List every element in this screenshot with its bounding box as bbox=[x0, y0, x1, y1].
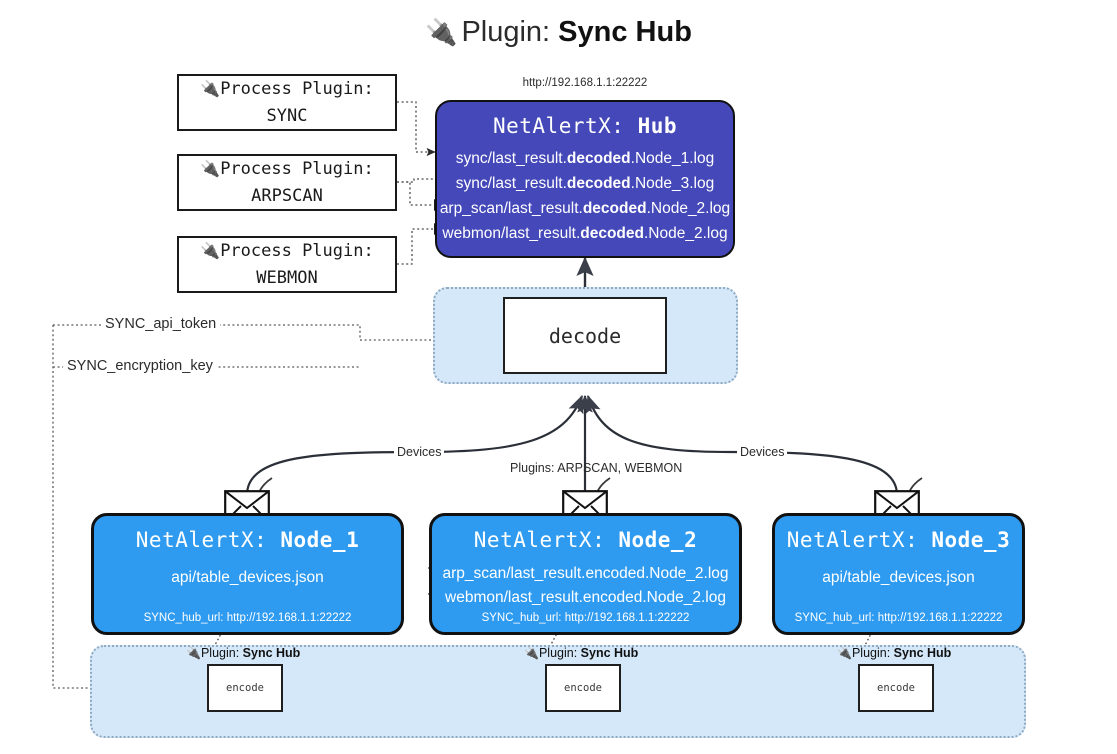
node-title: NetAlertX: Node_2 bbox=[473, 528, 698, 552]
plugins-label-center: Plugins: ARPSCAN, WEBMON bbox=[510, 461, 683, 475]
node-title: NetAlertX: Node_1 bbox=[135, 528, 360, 552]
hub-log-line: sync/last_result.decoded.Node_3.log bbox=[455, 175, 715, 193]
page-title-prefix: Plugin: bbox=[461, 16, 559, 48]
plugin-tag-node-2: 🔌Plugin: Sync Hub bbox=[524, 646, 639, 660]
node-log-line: api/table_devices.json bbox=[171, 569, 324, 586]
node-title: NetAlertX: Node_3 bbox=[786, 528, 1011, 552]
node-box-node-3[interactable]: NetAlertX: Node_3 api/table_devices.json… bbox=[772, 513, 1025, 635]
sync-encryption-key-label: SYNC_encryption_key bbox=[63, 358, 217, 374]
nodes-to-decode-curves bbox=[245, 394, 899, 496]
process-plugin-label: Process Plugin: bbox=[220, 159, 374, 180]
node-log-line: arp_scan/last_result.encoded.Node_2.log bbox=[442, 565, 729, 582]
plugin-tag-node-3: 🔌Plugin: Sync Hub bbox=[837, 646, 952, 660]
page-title-name: Sync Hub bbox=[558, 16, 692, 48]
process-plugin-box-webmon[interactable]: 🔌Process Plugin: WEBMON bbox=[177, 236, 397, 293]
node-log-line: webmon/last_result.encoded.Node_2.log bbox=[445, 589, 726, 607]
plug-icon: 🔌 bbox=[200, 79, 221, 99]
encode-label: encode bbox=[226, 682, 264, 694]
decode-label: decode bbox=[548, 323, 622, 348]
plugin-to-hub-connectors bbox=[397, 101, 436, 265]
process-plugin-name: ARPSCAN bbox=[251, 185, 323, 206]
process-plugin-label: Process Plugin: bbox=[220, 79, 374, 100]
encode-label: encode bbox=[564, 682, 602, 694]
process-plugin-label: Process Plugin: bbox=[220, 241, 374, 262]
node-log-line: api/table_devices.json bbox=[822, 569, 975, 586]
hub-log-line: sync/last_result.decoded.Node_1.log bbox=[455, 150, 715, 167]
node-box-node-2[interactable]: NetAlertX: Node_2 arp_scan/last_result.e… bbox=[429, 513, 742, 635]
sync-api-token-label: SYNC_api_token bbox=[101, 316, 221, 332]
encode-box-node-2[interactable]: encode bbox=[545, 664, 621, 712]
hub-url-label: http://192.168.1.1:22222 bbox=[522, 77, 648, 89]
hub-title: NetAlertX: Hub bbox=[492, 114, 677, 138]
node-box-node-1[interactable]: NetAlertX: Node_1 api/table_devices.json… bbox=[91, 513, 404, 635]
devices-label-right: Devices bbox=[737, 445, 788, 459]
devices-label-left: Devices bbox=[394, 445, 445, 459]
plug-icon: 🔌 bbox=[186, 646, 201, 660]
encode-label: encode bbox=[877, 682, 915, 694]
plug-icon: 🔌 bbox=[524, 646, 539, 660]
process-plugin-box-sync[interactable]: 🔌Process Plugin: SYNC bbox=[177, 74, 397, 131]
hub-log-line: arp_scan/last_result.decoded.Node_2.log bbox=[439, 200, 731, 218]
node-hub-url-label: SYNC_hub_url: http://192.168.1.1:22222 bbox=[481, 612, 690, 624]
plug-icon: 🔌 bbox=[425, 17, 458, 47]
process-plugin-name: SYNC bbox=[266, 105, 308, 126]
plug-icon: 🔌 bbox=[837, 646, 852, 660]
plug-icon: 🔌 bbox=[200, 241, 221, 261]
node-hub-url-label: SYNC_hub_url: http://192.168.1.1:22222 bbox=[143, 612, 352, 624]
encode-box-node-1[interactable]: encode bbox=[207, 664, 283, 712]
page-title: 🔌Plugin: Sync Hub bbox=[0, 16, 1117, 49]
decode-box[interactable]: decode bbox=[503, 297, 667, 374]
node-hub-url-label: SYNC_hub_url: http://192.168.1.1:22222 bbox=[794, 612, 1003, 624]
hub-box[interactable]: NetAlertX: Hub sync/last_result.decoded.… bbox=[435, 100, 735, 258]
encode-box-node-3[interactable]: encode bbox=[858, 664, 934, 712]
hub-log-line: webmon/last_result.decoded.Node_2.log bbox=[442, 225, 728, 243]
process-plugin-box-arpscan[interactable]: 🔌Process Plugin: ARPSCAN bbox=[177, 154, 397, 211]
plugin-tag-node-1: 🔌Plugin: Sync Hub bbox=[186, 646, 301, 660]
plug-icon: 🔌 bbox=[200, 159, 221, 179]
process-plugin-name: WEBMON bbox=[256, 267, 318, 288]
